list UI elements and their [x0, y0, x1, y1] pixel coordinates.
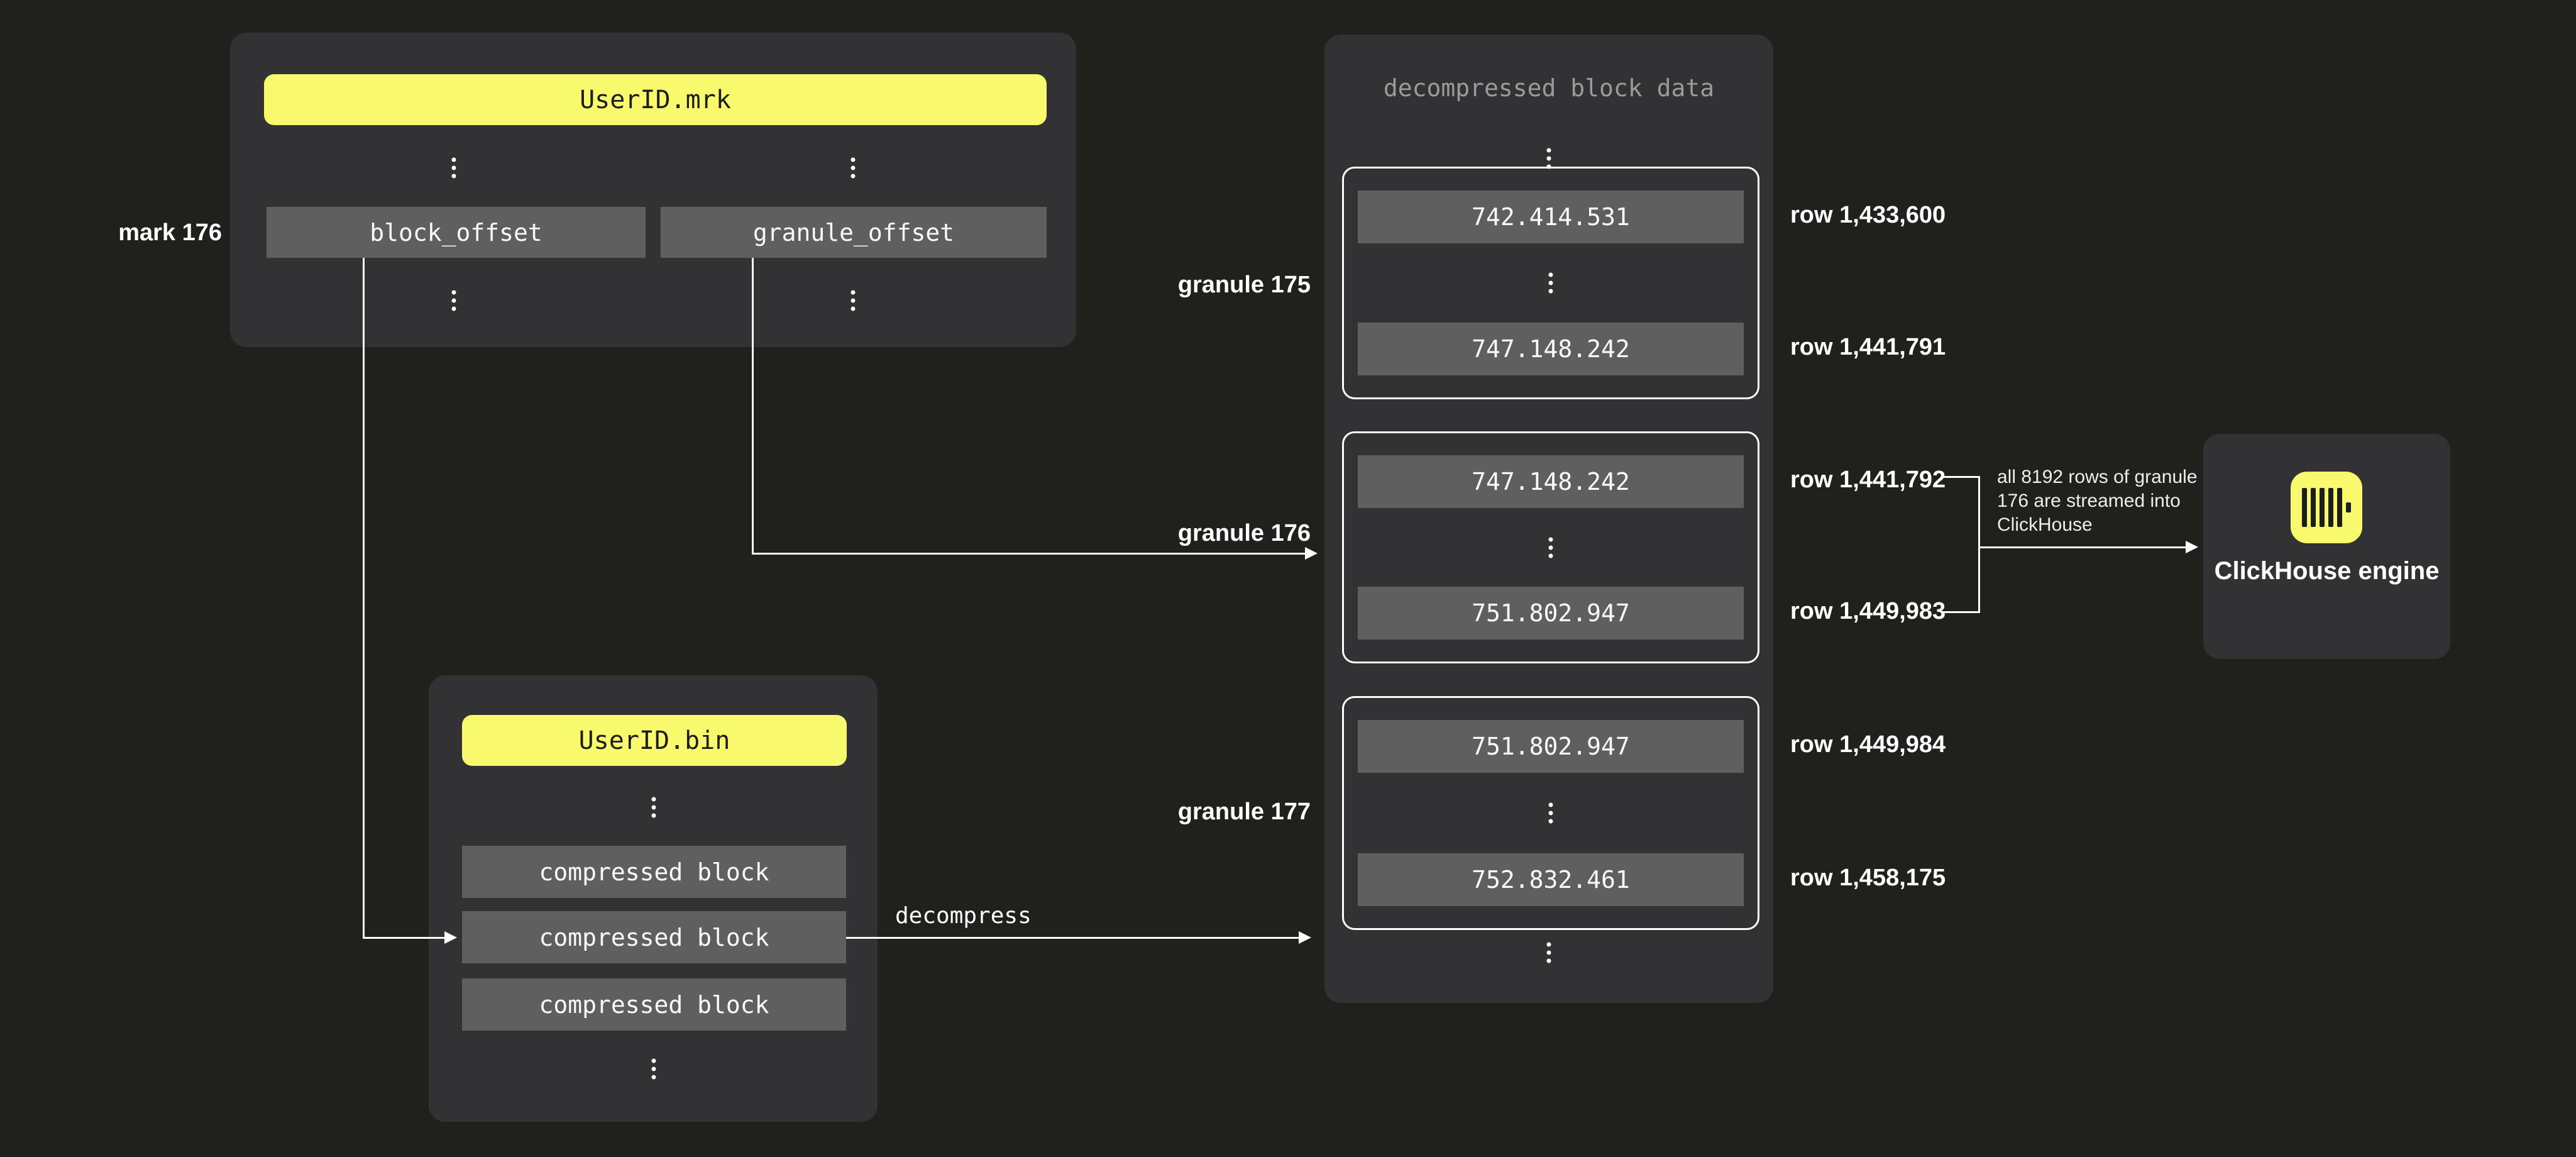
- clickhouse-logo-icon: [2291, 472, 2362, 543]
- bracket-line: [1942, 476, 1980, 478]
- granule-label-176: granule 176: [1177, 520, 1311, 546]
- granule-offset-arrow-line: [752, 553, 1305, 555]
- compressed-block-label: compressed block: [539, 990, 769, 1019]
- granule-value: 747.148.242: [1472, 335, 1630, 363]
- row-label: row 1,449,983: [1790, 598, 1946, 624]
- granule-value-cell: 752.832.461: [1358, 853, 1744, 906]
- granule-value: 751.802.947: [1472, 733, 1630, 760]
- stream-annotation-line: 176 are streamed into: [1997, 490, 2181, 511]
- decompress-label: decompress: [895, 903, 1032, 929]
- granule-box-175: 742.414.531 747.148.242: [1342, 167, 1759, 399]
- row-label: row 1,441,791: [1790, 334, 1946, 360]
- ellipsis-icon: [1548, 272, 1553, 294]
- stream-arrow-line: [1978, 546, 2186, 548]
- ellipsis-icon: [651, 1058, 656, 1080]
- bin-file-title-text: UserID.bin: [578, 726, 730, 755]
- granule-value: 747.148.242: [1472, 468, 1630, 495]
- ellipsis-icon: [1548, 537, 1553, 558]
- clickhouse-engine-panel: [2203, 434, 2450, 659]
- decompress-arrow-line: [846, 937, 1299, 939]
- granule-offset-label: granule_offset: [752, 218, 955, 246]
- ellipsis-icon: [651, 797, 656, 818]
- ellipsis-icon: [451, 290, 456, 311]
- compressed-block-cell: compressed block: [462, 978, 846, 1031]
- granule-value-cell: 747.148.242: [1358, 323, 1744, 375]
- arrowhead-icon: [1305, 547, 1318, 560]
- stream-annotation: all 8192 rows of granule 176 are streame…: [1997, 465, 2198, 537]
- stream-annotation-line: all 8192 rows of granule: [1997, 467, 2198, 487]
- ellipsis-icon: [1546, 942, 1551, 963]
- ellipsis-icon: [1548, 802, 1553, 824]
- block-offset-arrow-line: [363, 258, 365, 939]
- bracket-line: [1978, 476, 1980, 613]
- compressed-block-cell: compressed block: [462, 846, 846, 898]
- compressed-block-label: compressed block: [539, 858, 769, 886]
- compressed-block-cell: compressed block: [462, 911, 846, 963]
- granule-offset-cell: granule_offset: [661, 207, 1047, 258]
- ellipsis-icon: [451, 157, 456, 179]
- arrowhead-icon: [1299, 931, 1311, 944]
- decompressed-title: decompressed block data: [1383, 74, 1715, 102]
- block-offset-arrow-line: [363, 937, 444, 939]
- row-label: row 1,449,984: [1790, 731, 1946, 758]
- ellipsis-icon: [850, 157, 856, 179]
- granule-value-cell: 751.802.947: [1358, 720, 1744, 773]
- ellipsis-icon: [1546, 148, 1551, 169]
- granule-label-177: granule 177: [1177, 799, 1311, 825]
- clickhouse-engine-label: ClickHouse engine: [2214, 557, 2440, 585]
- granule-value: 752.832.461: [1472, 866, 1630, 894]
- granule-value-cell: 747.148.242: [1358, 455, 1744, 508]
- granule-box-177: 751.802.947 752.832.461: [1342, 696, 1759, 930]
- granule-value: 751.802.947: [1472, 599, 1630, 627]
- stream-annotation-line: ClickHouse: [1997, 514, 2093, 535]
- row-label: row 1,433,600: [1790, 202, 1946, 228]
- granule-value-cell: 742.414.531: [1358, 191, 1744, 243]
- granule-offset-arrow-line: [752, 258, 754, 555]
- row-label: row 1,458,175: [1790, 865, 1946, 891]
- block-offset-label: block_offset: [370, 218, 542, 246]
- granule-box-176: 747.148.242 751.802.947: [1342, 431, 1759, 663]
- granule-value-cell: 751.802.947: [1358, 587, 1744, 639]
- granule-value: 742.414.531: [1472, 203, 1630, 231]
- bin-file-title: UserID.bin: [462, 715, 847, 766]
- granule-label-175: granule 175: [1177, 272, 1311, 298]
- compressed-block-label: compressed block: [539, 923, 769, 951]
- arrowhead-icon: [444, 931, 457, 944]
- row-label: row 1,441,792: [1790, 467, 1946, 493]
- bracket-line: [1942, 611, 1980, 613]
- arrowhead-icon: [2186, 541, 2198, 553]
- ellipsis-icon: [850, 290, 856, 311]
- block-offset-cell: block_offset: [267, 207, 646, 258]
- mrk-file-title: UserID.mrk: [264, 74, 1047, 125]
- mrk-file-title-text: UserID.mrk: [580, 85, 731, 114]
- mark-label: mark 176: [118, 219, 222, 246]
